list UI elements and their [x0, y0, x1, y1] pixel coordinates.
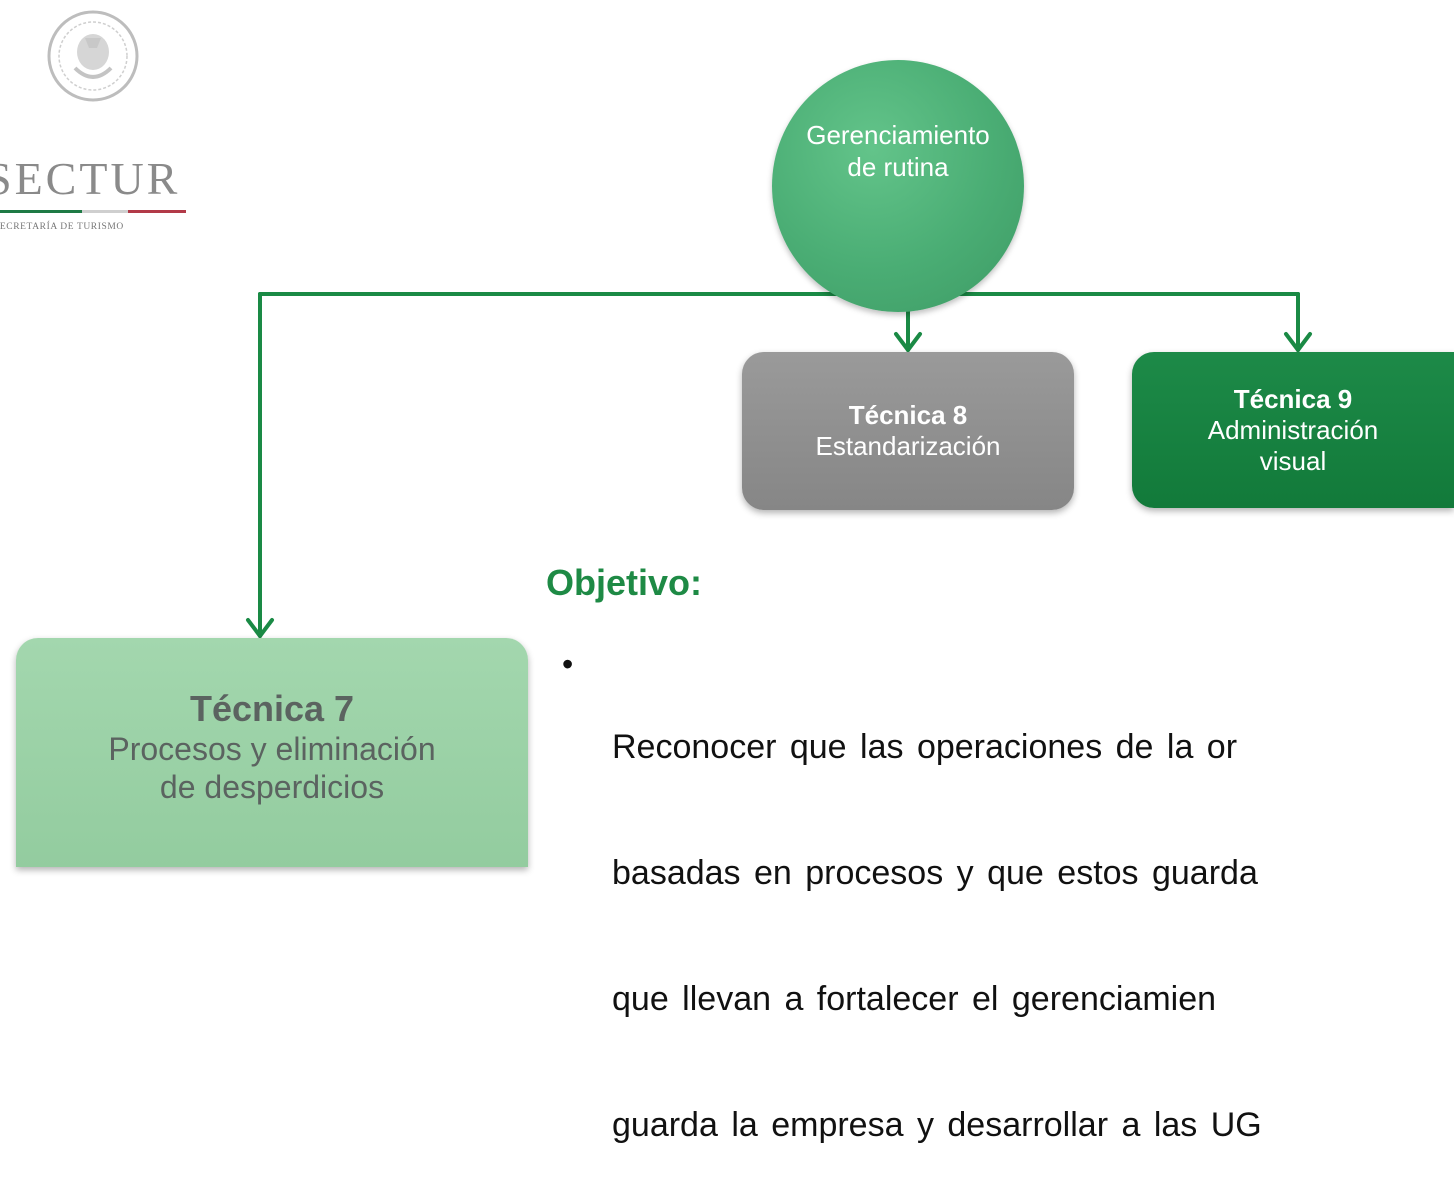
tecnica-9-node: Técnica 9 Administración visual — [1132, 352, 1454, 508]
logo-bar-red — [128, 210, 186, 213]
logo-bar-gray — [82, 210, 128, 213]
national-seal-icon — [47, 10, 139, 102]
tecnica-7-node: Técnica 7 Procesos y eliminación de desp… — [16, 638, 528, 867]
gerenciamiento-node: Gerenciamiento de rutina — [772, 60, 1024, 312]
arrowhead-tecnica8 — [894, 332, 922, 352]
tecnica-9-label-line-2: visual — [1259, 445, 1327, 476]
sectur-logo: SECTUR SECRETARÍA DE TURISMO — [0, 0, 215, 250]
logo-subtitle: SECRETARÍA DE TURISMO — [0, 222, 124, 232]
tecnica-7-label-line-1: Procesos y eliminación — [108, 731, 436, 767]
tecnica-8-title: Técnica 8 — [848, 400, 968, 430]
tecnica-7-title: Técnica 7 — [189, 688, 355, 729]
arrowhead-tecnica7 — [246, 618, 274, 638]
root-label-line-1: Gerenciamiento — [806, 120, 990, 150]
root-label-line-2: de rutina — [847, 152, 949, 182]
objective-bullet: • — [562, 646, 574, 682]
logo-bar-green — [0, 210, 82, 213]
objective-line-2: basadas en procesos y que estos guarda — [612, 854, 1258, 892]
tecnica-7-label-line-2: de desperdicios — [159, 769, 385, 805]
objective-line-3: que llevan a fortalecer el gerenciamien — [612, 980, 1217, 1018]
tecnica-8-node: Técnica 8 Estandarización — [742, 352, 1074, 510]
objective-text: Reconocer que las operaciones de la or b… — [612, 642, 1454, 1188]
objective-line-4: guarda la empresa y desarrollar a las UG — [612, 1106, 1262, 1144]
objective-line-1: Reconocer que las operaciones de la or — [612, 728, 1238, 766]
tecnica-9-title: Técnica 9 — [1233, 383, 1353, 414]
logo-name: SECTUR — [0, 153, 181, 204]
arrowhead-tecnica9 — [1284, 332, 1312, 352]
tecnica-8-label: Estandarización — [815, 431, 1001, 461]
tecnica-9-label-line-1: Administración — [1207, 414, 1379, 445]
objective-heading: Objetivo: — [546, 562, 703, 603]
